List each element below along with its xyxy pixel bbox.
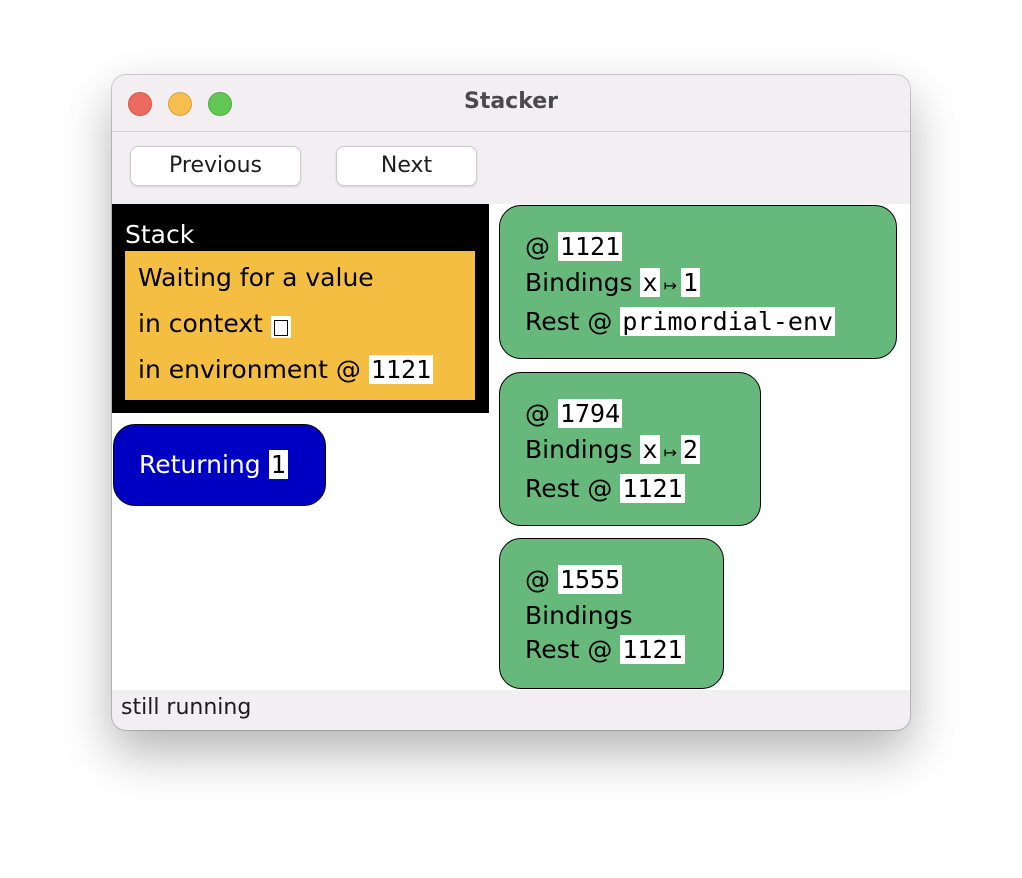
env-at-label: @ [525,232,550,261]
waiting-frame: Waiting for a value in context in enviro… [125,251,475,400]
env-bindings-line: Bindings x↦2 [525,435,700,464]
zoom-window-button[interactable] [208,92,232,116]
rest-label: Rest @ [525,307,613,336]
binding-value: 1 [680,268,700,297]
bindings-label: Bindings [525,435,633,464]
returning-box: Returning 1 [113,424,326,506]
env-address-line: @ 1121 [525,232,623,261]
context-hole [270,316,291,338]
next-button[interactable]: Next [336,146,477,186]
stack-panel: Stack Waiting for a value in context in … [112,204,489,413]
env-address-line: @ 1794 [525,399,623,428]
waiting-line: Waiting for a value [138,263,374,292]
context-line: in context [138,309,291,338]
minimize-window-button[interactable] [168,92,192,116]
environment-ref: 1121 [368,355,434,384]
returning-line: Returning 1 [139,450,288,479]
context-label: in context [138,309,263,338]
env-rest-line: Rest @ 1121 [525,635,685,664]
env-bindings-line: Bindings [525,601,633,630]
environment-line: in environment @ 1121 [138,355,434,384]
status-text: still running [121,695,252,720]
env-at-label: @ [525,565,550,594]
maps-to-arrow: ↦ [663,276,677,295]
environment-box: @ 1121 Bindings x↦1 Rest @ primordial-en… [499,205,897,359]
env-address-line: @ 1555 [525,565,623,594]
env-at-label: @ [525,399,550,428]
rest-ref: 1121 [620,635,685,664]
bindings-label: Bindings [525,268,633,297]
environment-box: @ 1555 Bindings Rest @ 1121 [499,538,724,689]
previous-button[interactable]: Previous [130,146,301,186]
rest-ref: 1121 [620,474,685,503]
env-rest-line: Rest @ 1121 [525,474,685,503]
binding-name: x [640,435,660,464]
returning-value: 1 [268,450,288,479]
stack-title: Stack [125,220,195,249]
rest-ref: primordial-env [620,307,836,336]
rest-label: Rest @ [525,474,613,503]
binding-name: x [640,268,660,297]
title-bar: Stacker [112,75,910,132]
returning-label: Returning [139,450,261,479]
rest-label: Rest @ [525,635,613,664]
env-address: 1794 [557,399,623,428]
stacker-window: Stacker Previous Next Stack Waiting for … [112,75,910,730]
maps-to-arrow: ↦ [663,443,677,462]
environment-box: @ 1794 Bindings x↦2 Rest @ 1121 [499,372,761,526]
env-address: 1121 [557,232,623,261]
close-window-button[interactable] [128,92,152,116]
stacker-canvas: Stack Waiting for a value in context in … [112,204,910,690]
env-rest-line: Rest @ primordial-env [525,307,836,336]
env-address: 1555 [557,565,623,594]
binding-value: 2 [680,435,700,464]
window-title: Stacker [463,89,559,114]
bindings-label: Bindings [525,601,633,630]
env-bindings-line: Bindings x↦1 [525,268,700,297]
environment-label: in environment @ [138,355,361,384]
hole-icon [273,320,288,336]
